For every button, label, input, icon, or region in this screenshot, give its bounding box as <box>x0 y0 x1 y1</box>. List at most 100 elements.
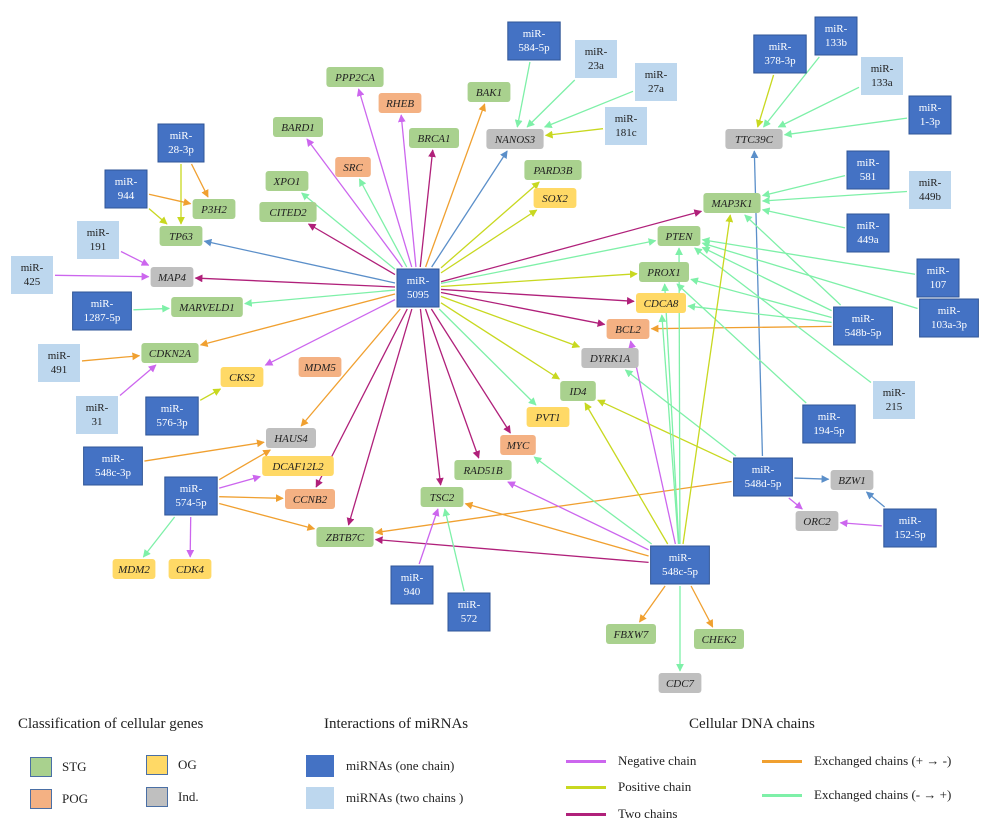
gene-node-nanos3: NANOS3 <box>486 129 544 149</box>
mirna-box <box>72 291 132 331</box>
edge-m581-MAP3K1 <box>761 174 846 198</box>
gene-node-bard1: BARD1 <box>273 117 323 137</box>
edge-m548d-ID4 <box>597 399 732 463</box>
gene-box <box>658 673 702 693</box>
mirna-label-line: miR- <box>48 350 71 362</box>
mirna-label-line: miR- <box>825 23 848 35</box>
edge-m5095-SOX2 <box>440 209 538 274</box>
mirna-label-line: 548c-3p <box>95 467 132 479</box>
mirna-label-line: 133b <box>825 37 848 49</box>
mirna-box <box>814 16 858 56</box>
edge-m5095-CDCA8 <box>440 288 635 305</box>
legend-chain-pos-neg-label: Exchanged chains (+ → -) <box>814 753 952 768</box>
mirna-label-line: miR- <box>857 157 880 169</box>
gene-label: PROX1 <box>646 267 681 279</box>
gene-node-bak1: BAK1 <box>467 82 511 102</box>
edge-m548c5-MYC <box>533 456 653 545</box>
mirna-box <box>635 63 677 101</box>
edge-m574-CCNB2 <box>219 494 284 503</box>
gene-box <box>725 129 783 149</box>
edges-layer <box>54 56 918 672</box>
gene-box <box>266 428 316 448</box>
gene-box <box>265 171 309 191</box>
mirna-label-line: miR- <box>852 313 875 325</box>
mirna-label-line: miR- <box>523 28 546 40</box>
gene-label: BRCA1 <box>418 133 451 145</box>
legend-gene-pog-label: POG <box>62 791 89 806</box>
legend-line-negative <box>566 759 606 763</box>
gene-box <box>581 348 639 368</box>
mirna-label-line: 28-3p <box>168 144 194 156</box>
gene-label: FBXW7 <box>613 629 649 641</box>
mirna-label-line: miR- <box>170 130 193 142</box>
gene-node-chek2: CHEK2 <box>694 629 744 649</box>
edge-m31-CDKN2A <box>119 364 157 396</box>
mirna-box <box>145 396 199 436</box>
gene-box <box>259 202 317 222</box>
edge-m1-TTC39C <box>783 117 908 138</box>
gene-node-dyrk1a: DYRK1A <box>581 348 639 368</box>
mirna-label-line: miR- <box>669 552 692 564</box>
mirna-label-line: miR- <box>115 176 138 188</box>
mirna-box <box>11 256 53 294</box>
mirna-node-m27a: miR-27a <box>635 63 677 101</box>
mirna-label-line: 581 <box>860 171 877 183</box>
mirna-box <box>873 381 915 419</box>
edge-m181c-NANOS3 <box>544 128 604 139</box>
legend-mirna-title: Interactions of miRNAs <box>324 716 469 732</box>
mirna-box <box>908 95 952 135</box>
legend-chain-negative: Negative chain <box>566 753 696 769</box>
mirna-label-line: miR- <box>87 227 110 239</box>
mirna-label-line: 5095 <box>407 289 430 301</box>
mirna-box <box>846 213 890 253</box>
gene-box <box>526 407 570 427</box>
mirna-node-m548c3: miR-548c-3p <box>83 446 143 486</box>
mirna-node-m133a: miR-133a <box>861 57 903 95</box>
mirna-box <box>802 404 856 444</box>
gene-box <box>606 624 656 644</box>
gene-label: CITED2 <box>269 207 307 219</box>
gene-label: SOX2 <box>542 193 568 205</box>
mirna-node-m581: miR- 581 <box>846 150 890 190</box>
gene-box <box>112 559 156 579</box>
gene-node-rad51b: RAD51B <box>454 460 512 480</box>
mirna-node-m548b: miR- 548b-5p <box>833 306 893 346</box>
gene-label: BZW1 <box>838 475 866 487</box>
mirna-box <box>390 565 434 605</box>
edge-m944-P3H2 <box>148 193 192 206</box>
edge-m133b-TTC39C <box>763 56 820 128</box>
gene-box <box>171 297 243 317</box>
gene-box <box>335 157 371 177</box>
mirna-label-line: 1-3p <box>920 116 941 128</box>
edge-m548b-CDCA8 <box>687 302 832 324</box>
gene-label: CCNB2 <box>293 494 328 506</box>
edge-m5095-PARD3B <box>440 181 540 269</box>
gene-node-cdkn2a: CDKN2A <box>141 343 199 363</box>
mirna-node-m181c: miR-181c <box>605 107 647 145</box>
edge-m194-PROX1 <box>676 283 807 404</box>
mirna-node-m152: miR-152-5p <box>883 508 937 548</box>
mirna-box <box>76 396 118 434</box>
mirna-box <box>605 107 647 145</box>
edge-m5095-BRCA1 <box>419 149 436 268</box>
edge-m5095-ZBTB7C <box>346 308 413 526</box>
mirna-box <box>507 21 561 61</box>
mirna-label-line: 584-5p <box>518 42 550 54</box>
mirna-node-m107: miR-107 <box>916 258 960 298</box>
gene-label: MARVELD1 <box>178 302 234 314</box>
gene-label: CDKN2A <box>149 348 191 360</box>
gene-label: SRC <box>343 162 363 174</box>
legend-chain-negative-label: Negative chain <box>618 753 697 768</box>
gene-node-myc: MYC <box>500 435 536 455</box>
edge-m27a-NANOS3 <box>543 90 634 128</box>
mirna-label-line: 215 <box>886 401 903 413</box>
mirna-label-line: miR- <box>458 599 481 611</box>
edge-m548c3-HAUS4 <box>144 439 265 462</box>
gene-box <box>486 129 544 149</box>
mirna-label-line: miR- <box>21 262 44 274</box>
edge-m574-ZBTB7C <box>219 502 316 531</box>
mirna-label-line: 548b-5p <box>845 327 882 339</box>
mirna-label-line: miR- <box>883 387 906 399</box>
edge-m5095-TSC2 <box>419 308 444 486</box>
